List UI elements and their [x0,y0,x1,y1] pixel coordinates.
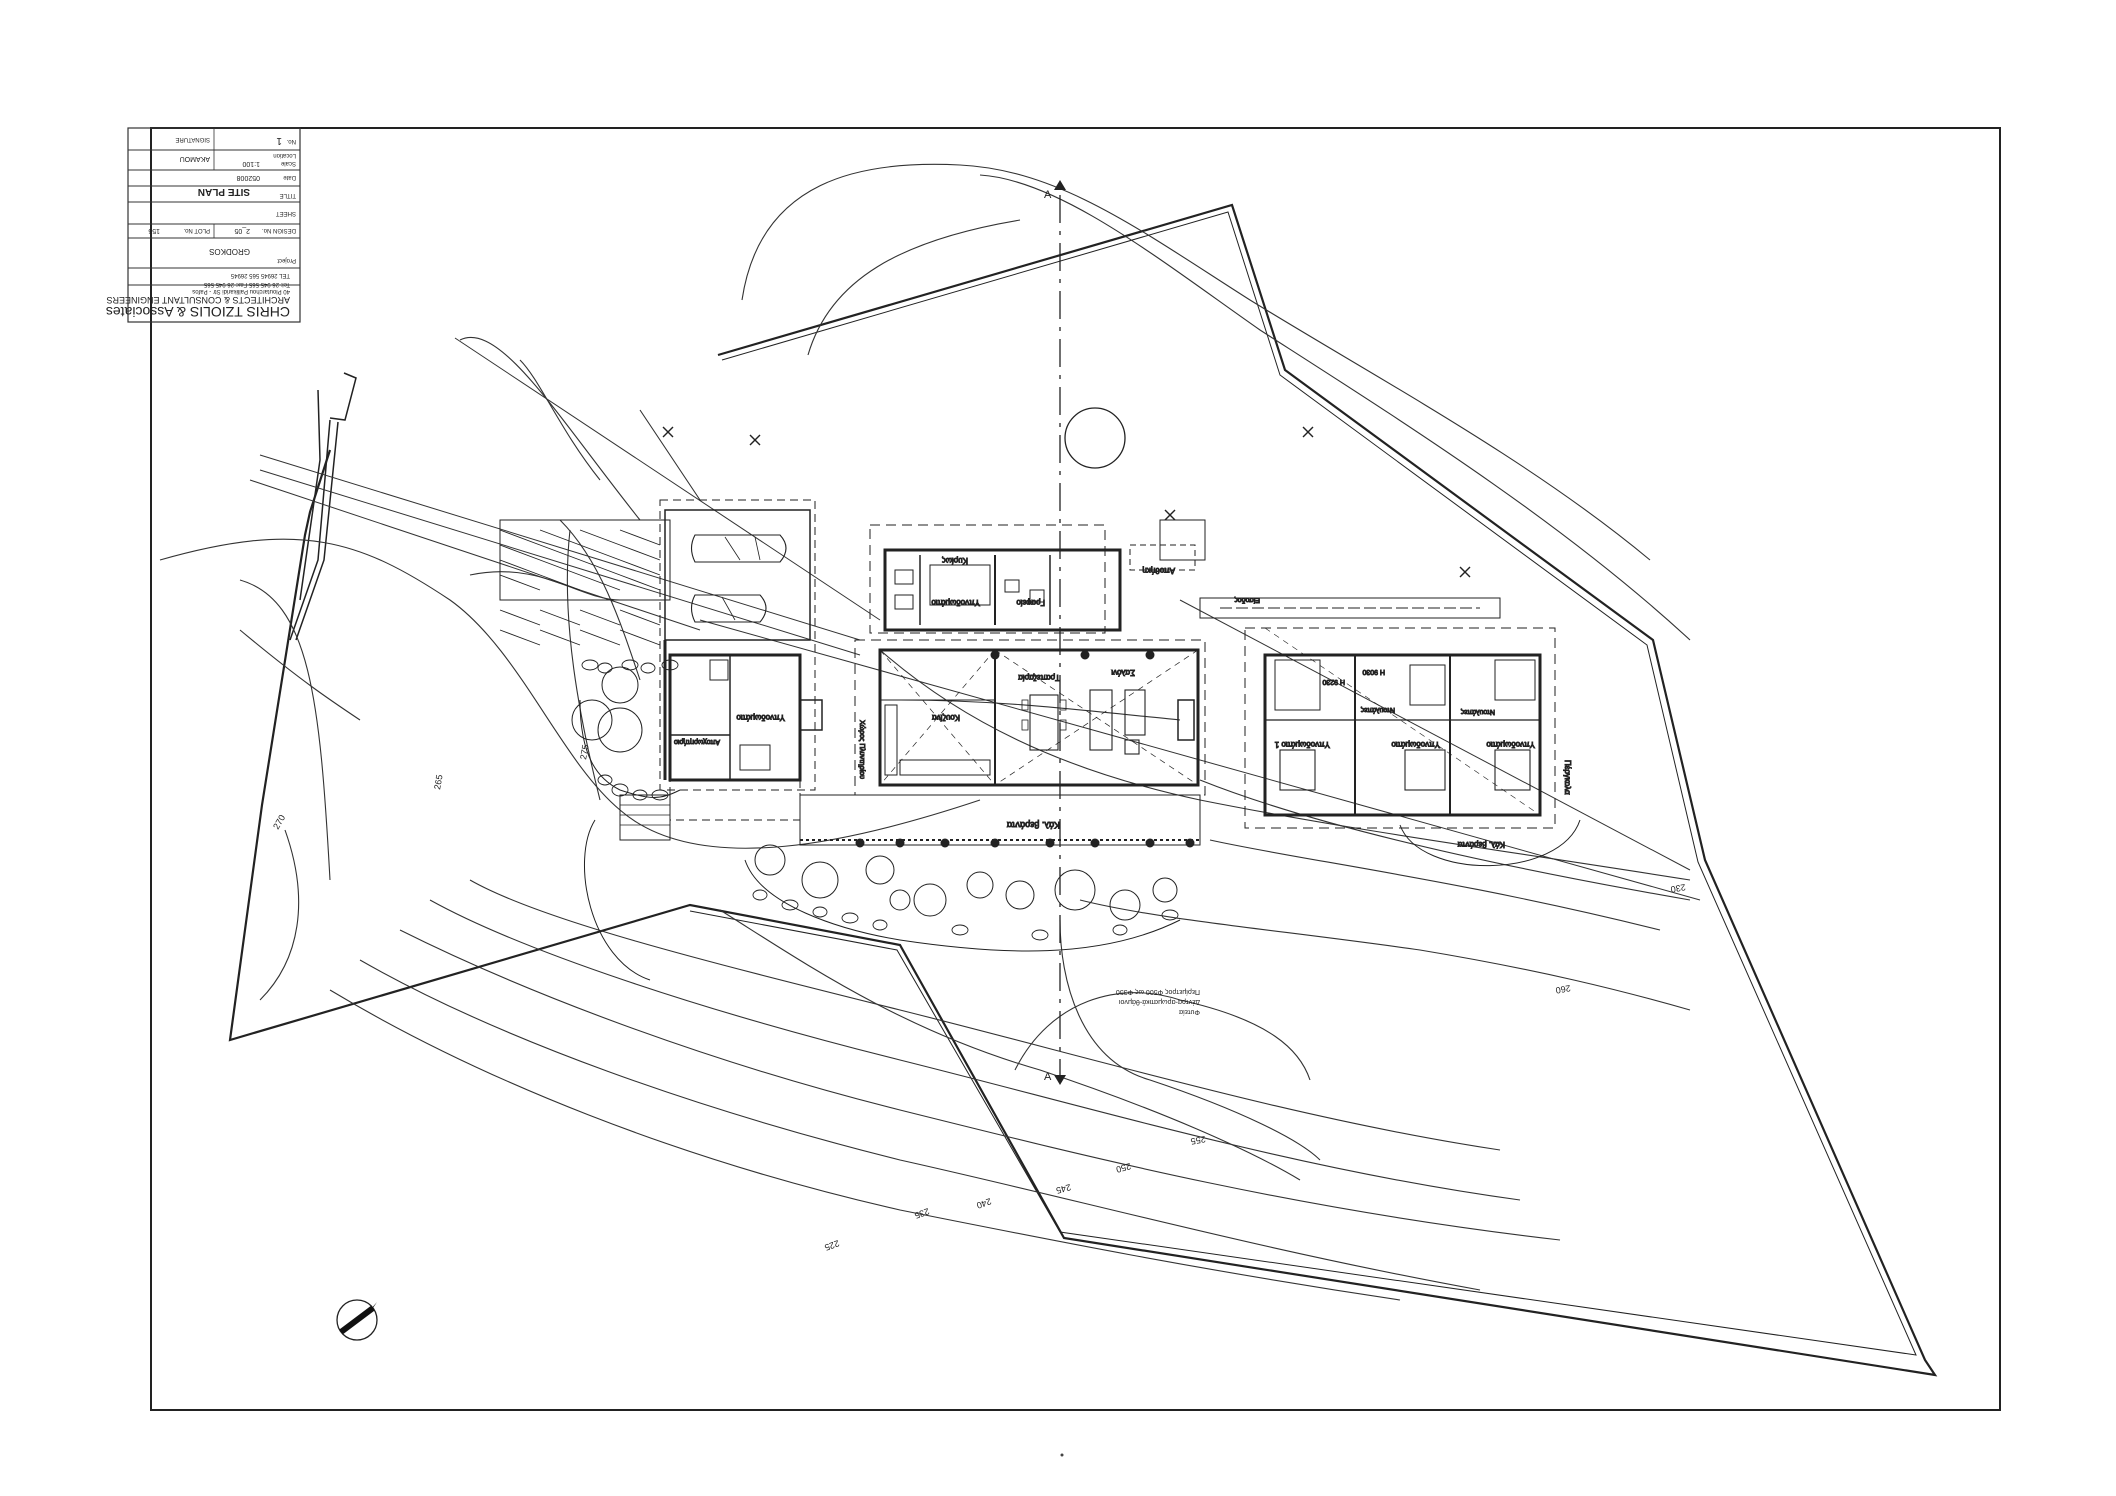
tree-symbols [662,426,1471,578]
room-bedroom-1-label: Υπνοδωμάτιο 1 [1274,740,1330,749]
contour-lines [159,163,1691,1301]
room-dressing-2-label: Ντουλάπες [1460,708,1495,716]
room-bedroom-top-label: Υπνοδωμάτιο [931,598,980,607]
no-label: No. [286,138,296,144]
entrance-label: Είσοδος [1234,596,1260,604]
trees-and-shrubs [571,666,1181,981]
date-label: Date [283,174,296,180]
planting-note-3: Περίμετρος Φ500 ως Φ350 [1116,988,1200,996]
section-a-top-label: A [1044,189,1052,201]
room-bedroom-3-label: Υπνοδωμάτιο [1486,740,1535,749]
planting-note: Φυτεία Δέντρα-αρωματικά-θάμνοι Περίμετρο… [1116,988,1200,1016]
scan-dot [1060,1453,1064,1457]
room-storage-label: Αποθήκη [1142,566,1175,575]
contour-label: 265 [432,774,444,791]
plot-no-label: PLOT No. [183,227,210,233]
room-study-label: Γραφείο [1016,598,1045,607]
section-line-a-a: A A [1044,180,1126,1085]
room-wc-label: Αποχωρητήριο [674,738,720,745]
left-retaining-wall [289,372,357,641]
car-1 [690,534,787,563]
contour-label: 250 [1115,1161,1132,1175]
signature-label: SIGNATURE [175,136,210,142]
section-a-bottom-label: A [1044,1071,1052,1083]
room-bedroom-2-label: Υπνοδωμάτιο [1391,740,1440,749]
room-dressing-1-label: Ντουλάπες [1360,706,1395,714]
plot-boundary [228,203,1938,1377]
contour-labels: 275 270 265 260 255 250 245 240 235 230 … [271,744,1686,1253]
carport [499,499,816,791]
contour-label: 225 [823,1238,841,1253]
sheet-label: SHEET [276,210,296,216]
firm-subtitle: ARCHITECTS & CONSULTANT ENGINEERS [106,295,290,305]
title-value: SITE PLAN [198,186,250,197]
location-value: AKAMOU [180,155,210,162]
project-label: Project [277,257,296,263]
contour-label: 245 [1055,1182,1072,1196]
planting-note-1: Φυτεία [1179,1008,1200,1016]
scale-label: Scale [280,160,296,166]
room-living-label: Σαλόνι [1111,668,1135,677]
house-east-wing: Υπνοδωμάτιο 1 Υπνοδωμάτιο Υπνοδωμάτιο Ντ… [1199,596,1581,867]
project-value: GRODKOS [209,247,250,256]
contour-label: 275 [578,744,590,761]
house-north-wing: Κυρίως Υπνοδωμάτιο Γραφείο Αποθήκη [869,519,1206,634]
rock-edging [581,659,1179,941]
room-bedroom-left-label: Υπνοδωμάτιο [736,713,785,722]
contour-label: 260 [1555,983,1572,995]
plot-no-value: 155 [148,227,160,234]
contour-label: 235 [913,1206,931,1221]
firm-contact: Tel: 26 945 565 Fax: 26 945 565 [203,281,290,287]
house-west-wing: Υπνοδωμάτιο Αποχωρητήριο [668,653,823,821]
level-label-1: H 9030 [1362,668,1385,675]
title-block: CHRIS TZIOLIS & Associates ARCHITECTS & … [106,127,301,323]
room-kitchen-label: Κουζίνα [932,713,960,722]
location-label: Location [273,152,296,158]
room-dining-label: Τραπεζαρία [1018,673,1060,682]
contour-label: 270 [271,813,287,831]
north-arrow-icon [336,1299,378,1341]
date-value: 052008 [237,174,260,181]
access-road [249,337,1701,901]
level-label-2: H 9230 [1322,678,1345,685]
room-bath-top-label: Κυρίως [942,556,968,565]
scale-value: 1:100 [242,160,260,167]
south-terrace: Κάλ. βεράντα [619,794,1201,848]
no-value: 1 [276,135,282,146]
terrace-main-label: Κάλ. βεράντα [1007,820,1060,830]
plot-boundary-inner [689,211,1917,1356]
firm-phone: TEL 26945 565 26945 [230,272,290,278]
firm-name: CHRIS TZIOLIS & Associates [106,304,290,320]
car-2 [690,594,767,623]
contour-label: 240 [975,1196,993,1211]
sheet-border [150,127,2001,1411]
terrace-east-label: Κάλ. βεράντα [1457,840,1505,849]
contour-label: 230 [1670,882,1687,894]
design-no-value: 2_05 [234,227,250,234]
contour-label: 255 [1190,1134,1207,1146]
house-main-block: Σαλόνι Τραπεζαρία Κουζίνα Χώρος Πλυντηρί… [854,639,1206,796]
title-label: TITLE [280,192,296,198]
firm-address: 40 Ploutarchou Pallikaridi Str - Pafos [192,288,290,294]
room-utility-label: Χώρος Πλυντηρίου [858,720,866,779]
room-pergola-label: Πέργκολα [1563,760,1572,795]
design-no-label: DESIGN No. [262,227,296,233]
planting-note-2: Δέντρα-αρωματικά-θάμνοι [1119,998,1200,1006]
